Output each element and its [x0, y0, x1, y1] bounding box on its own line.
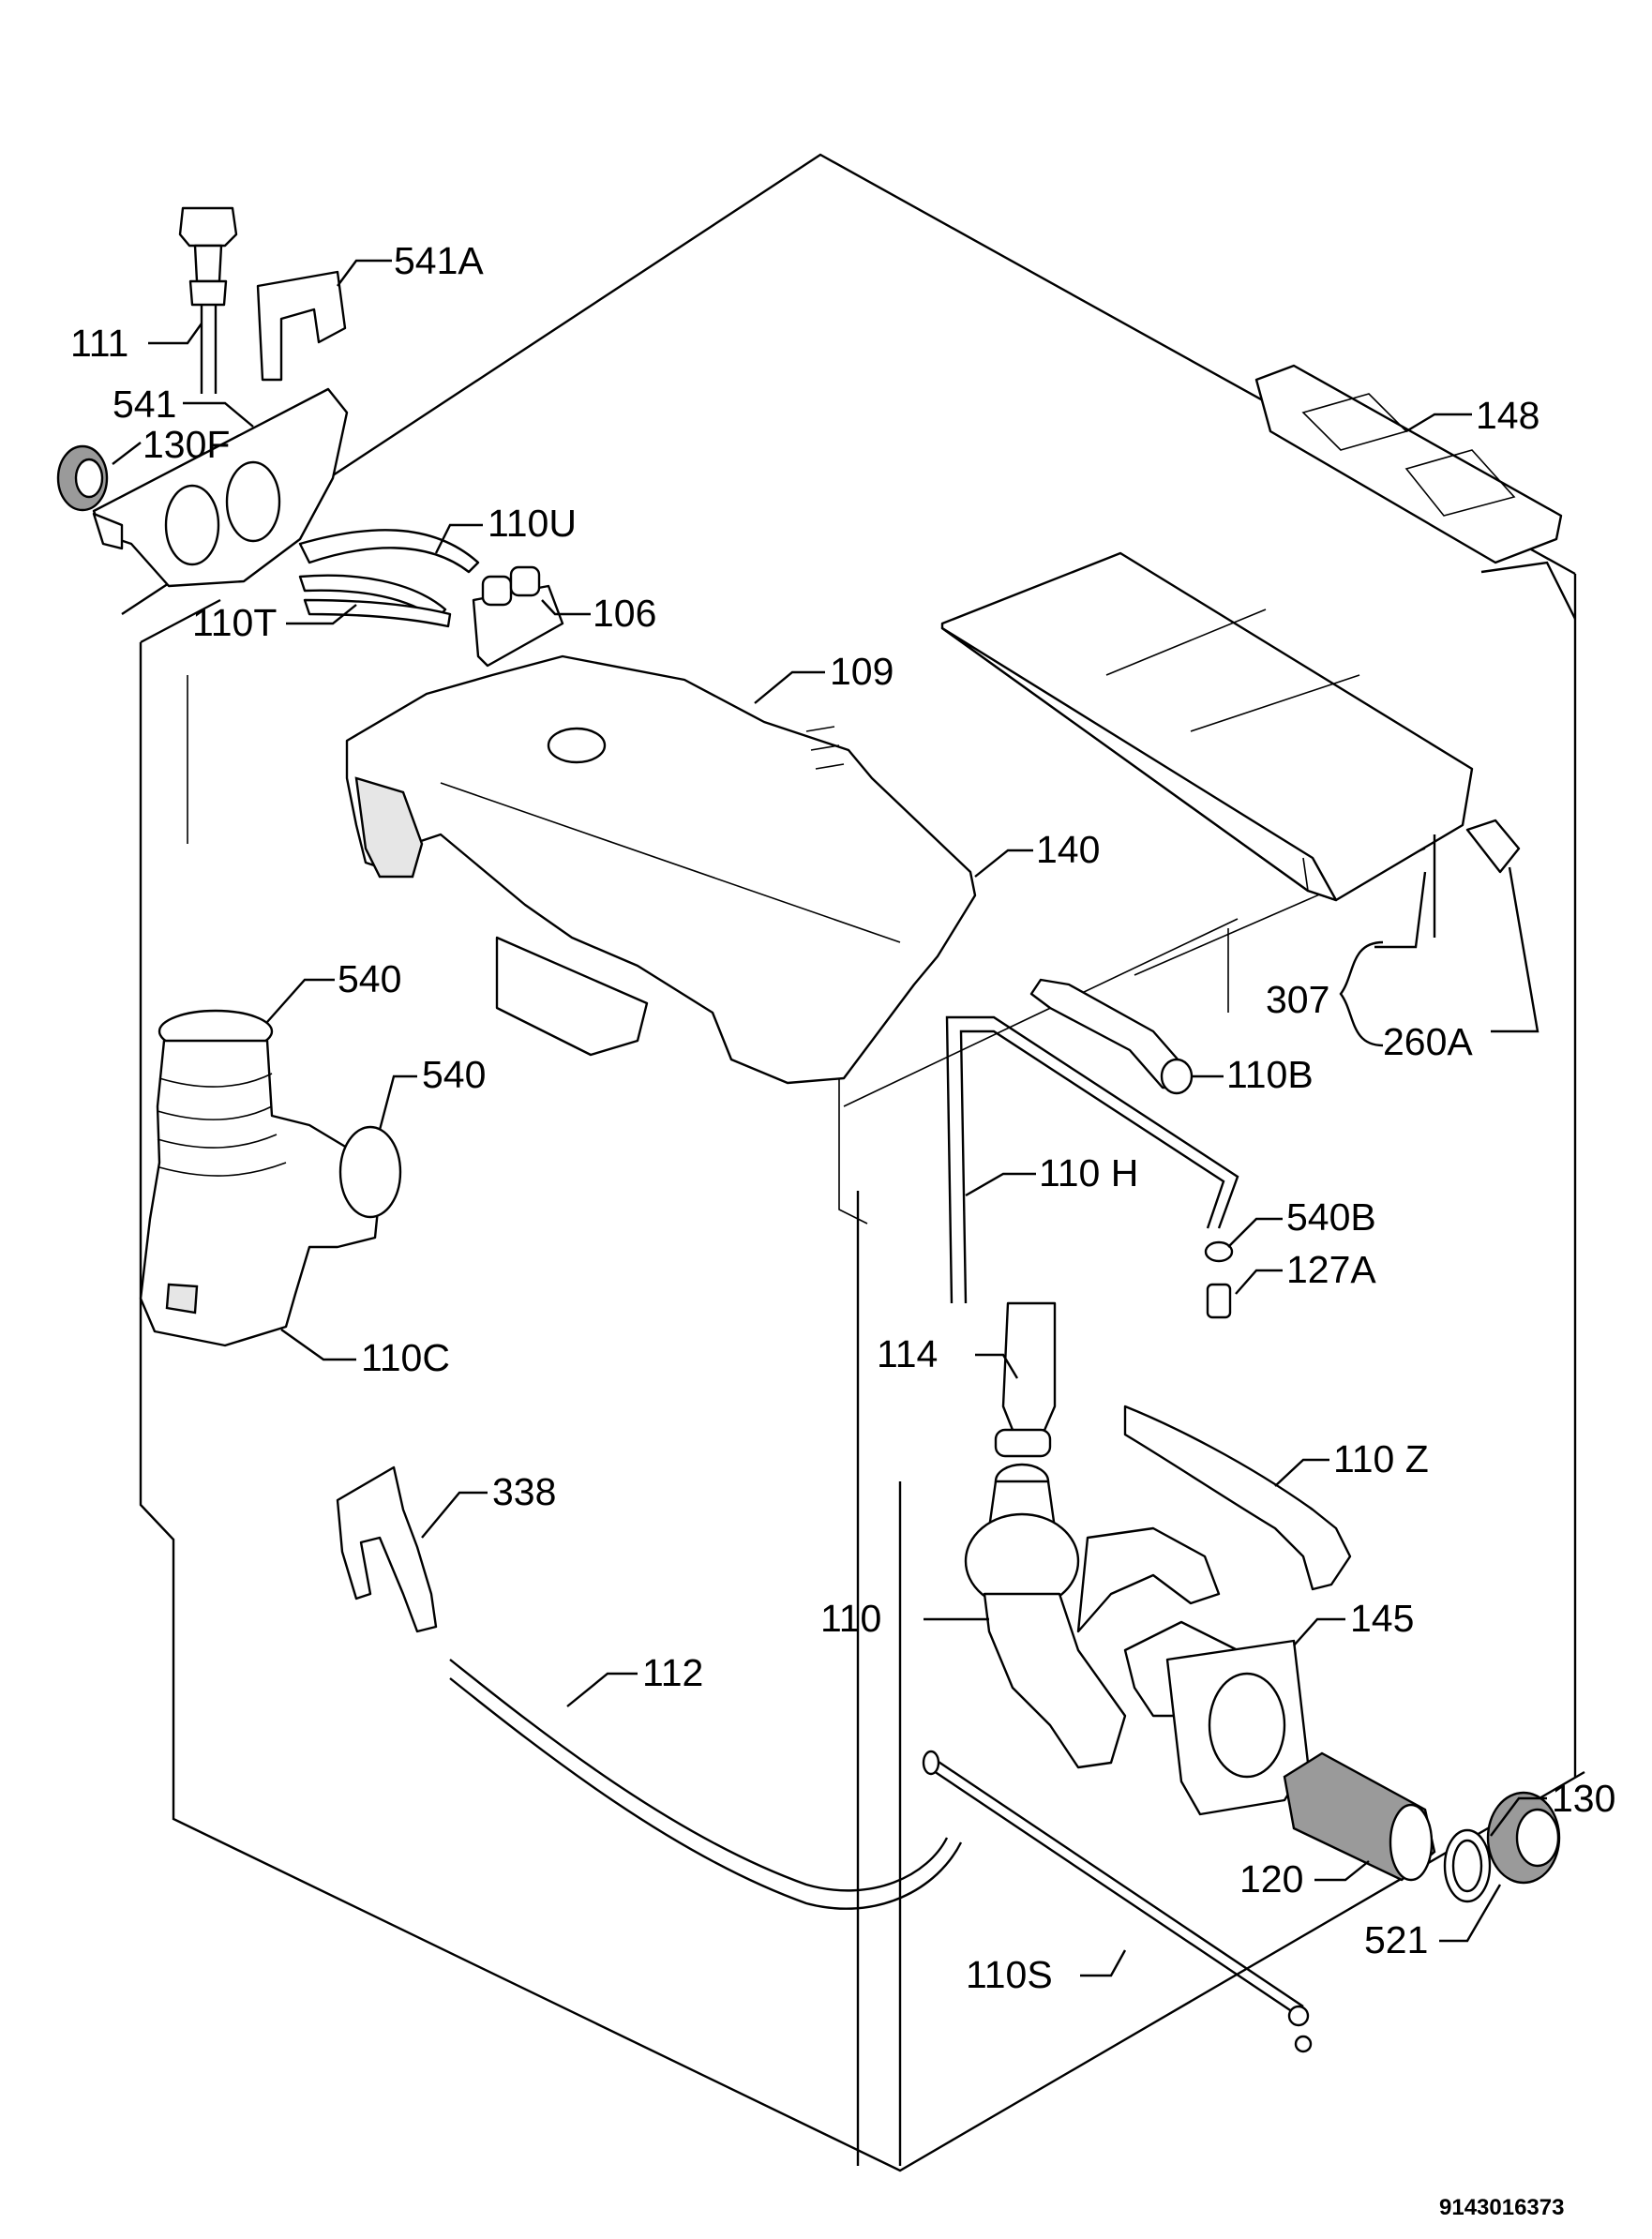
inlet-hose-111: [178, 206, 238, 394]
label-114: 114: [877, 1332, 938, 1375]
label-110s: 110S: [966, 1953, 1053, 1996]
label-338: 338: [492, 1470, 556, 1513]
label-110z: 110 Z: [1333, 1437, 1429, 1480]
dispenser-housing-109: [345, 654, 977, 1085]
label-541a: 541A: [394, 239, 484, 282]
filter-120: [1283, 1751, 1436, 1882]
chamber-114: [994, 1301, 1057, 1458]
label-120: 120: [1239, 1857, 1303, 1901]
part-labels: 541A 111 541 130F 110U 110T 106 109 148 …: [70, 239, 1615, 1996]
rod-110s: [922, 1750, 1313, 2053]
label-540b: 540B: [1286, 1195, 1376, 1239]
clamp-540b: [1204, 1240, 1234, 1263]
label-110t: 110T: [192, 601, 277, 644]
drain-hose-112: [449, 1659, 963, 1910]
label-112: 112: [642, 1651, 703, 1694]
hose-110h: [945, 1015, 1239, 1304]
label-106: 106: [593, 592, 656, 635]
label-540-side: 540: [422, 1053, 486, 1096]
label-540-top: 540: [338, 957, 401, 1000]
label-145: 145: [1350, 1597, 1414, 1640]
label-110b: 110B: [1226, 1053, 1314, 1096]
label-140: 140: [1036, 828, 1100, 871]
label-541: 541: [113, 383, 176, 426]
label-521: 521: [1364, 1918, 1428, 1961]
label-110h: 110 H: [1039, 1151, 1138, 1195]
sump-hose-110c: [139, 1009, 402, 1347]
label-109: 109: [830, 650, 894, 693]
detergent-drawer-140: [940, 551, 1474, 902]
label-130: 130: [1552, 1777, 1615, 1820]
cap-130f: [56, 444, 109, 512]
clip-541a: [256, 270, 347, 382]
panel-541: [92, 387, 349, 588]
label-111: 111: [70, 322, 128, 365]
hoses-110u-110t: [298, 529, 480, 628]
pump-assembly-110: [964, 1463, 1310, 1816]
label-110c: 110C: [361, 1336, 450, 1379]
label-148: 148: [1476, 394, 1539, 437]
valve-106: [472, 565, 564, 668]
label-110: 110: [820, 1597, 881, 1640]
bracket-260a: [1465, 819, 1521, 874]
handle-148: [1254, 364, 1563, 564]
fitting-127a: [1206, 1283, 1232, 1319]
label-260a: 260A: [1383, 1020, 1473, 1063]
leader-lines: [112, 259, 1547, 1977]
label-110u: 110U: [488, 502, 577, 545]
label-130f: 130F: [143, 423, 230, 466]
label-307: 307: [1266, 978, 1329, 1021]
document-number: 9143016373: [1439, 2195, 1564, 2220]
hose-110b: [1029, 978, 1194, 1095]
seal-ring-130: [1443, 1828, 1492, 1903]
label-127a: 127A: [1286, 1248, 1376, 1291]
holder-338: [336, 1465, 438, 1633]
filter-cap-521: [1486, 1791, 1561, 1885]
hose-110z: [1123, 1405, 1352, 1591]
